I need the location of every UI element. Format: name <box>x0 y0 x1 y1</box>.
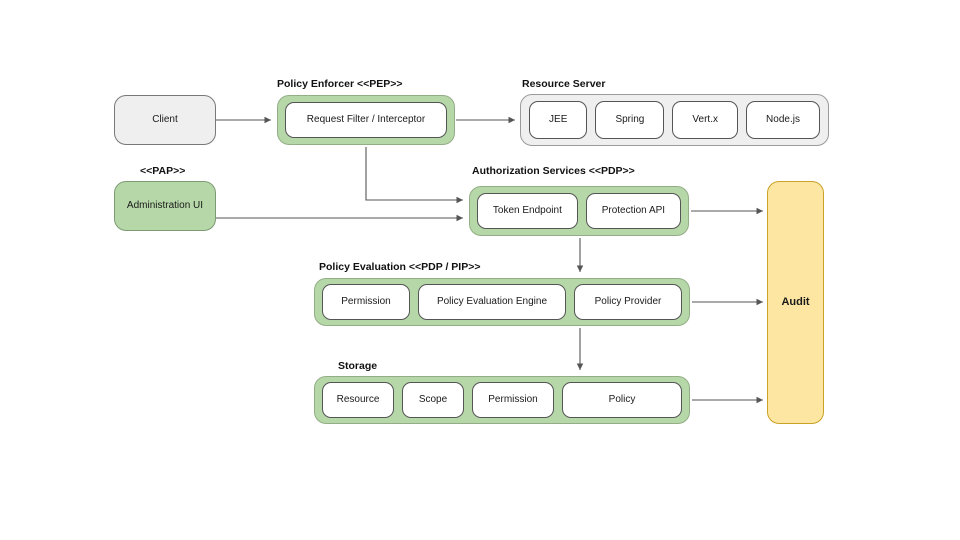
node-spring[interactable]: Spring <box>595 101 665 139</box>
node-policy[interactable]: Policy <box>562 382 682 418</box>
group-policy-evaluation[interactable]: Permission Policy Evaluation Engine Poli… <box>314 278 690 326</box>
node-protection-api[interactable]: Protection API <box>585 193 682 229</box>
node-nodejs[interactable]: Node.js <box>746 101 820 139</box>
node-permission-storage[interactable]: Permission <box>472 382 554 418</box>
group-authorization-services[interactable]: Token Endpoint Protection API <box>469 186 689 236</box>
node-administration-ui[interactable]: Administration UI <box>114 181 216 231</box>
node-jee[interactable]: JEE <box>529 101 588 139</box>
caption-resource-server: Resource Server <box>522 78 606 90</box>
caption-policy-evaluation: Policy Evaluation <<PDP / PIP>> <box>319 261 481 273</box>
node-scope[interactable]: Scope <box>402 382 464 418</box>
caption-storage: Storage <box>338 360 378 372</box>
node-client[interactable]: Client <box>114 95 216 145</box>
node-audit[interactable]: Audit <box>767 181 824 424</box>
caption-policy-enforcer: Policy Enforcer <<PEP>> <box>277 78 403 90</box>
node-policy-provider[interactable]: Policy Provider <box>574 284 682 320</box>
node-permission[interactable]: Permission <box>322 284 410 320</box>
group-policy-enforcer[interactable]: Request Filter / Interceptor <box>277 95 455 145</box>
node-request-filter-interceptor[interactable]: Request Filter / Interceptor <box>285 102 447 138</box>
caption-authorization-services: Authorization Services <<PDP>> <box>472 165 635 177</box>
caption-pap: <<PAP>> <box>140 165 186 177</box>
node-resource[interactable]: Resource <box>322 382 394 418</box>
node-token-endpoint[interactable]: Token Endpoint <box>477 193 578 229</box>
arrow-pep-to-authz <box>365 147 463 204</box>
node-vertx[interactable]: Vert.x <box>672 101 739 139</box>
group-storage[interactable]: Resource Scope Permission Policy <box>314 376 690 424</box>
group-resource-server[interactable]: JEE Spring Vert.x Node.js <box>520 94 829 146</box>
node-policy-evaluation-engine[interactable]: Policy Evaluation Engine <box>418 284 566 320</box>
